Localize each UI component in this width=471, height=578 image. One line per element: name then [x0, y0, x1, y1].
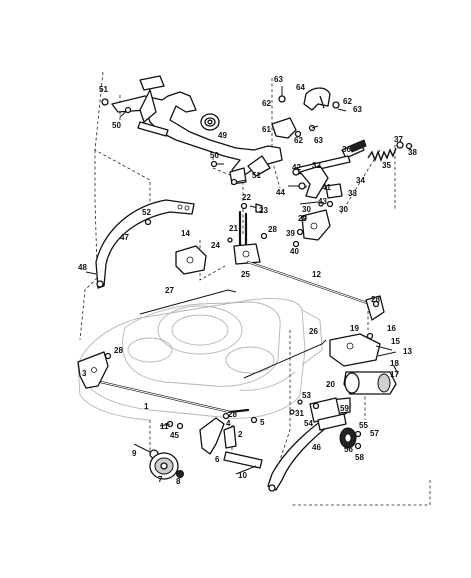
callout-63: 63	[314, 136, 323, 145]
callout-19: 19	[350, 324, 359, 333]
callout-10: 10	[238, 471, 247, 480]
callout-9: 9	[132, 449, 137, 458]
callout-45: 45	[170, 431, 179, 440]
callout-39: 39	[286, 229, 295, 238]
arm-47	[85, 199, 195, 289]
callout-61: 61	[262, 125, 271, 134]
latch-assembly-61-64	[271, 86, 347, 139]
leader-lines	[79, 71, 431, 506]
callout-27: 27	[165, 286, 174, 295]
callout-57: 57	[370, 429, 379, 438]
callout-28: 28	[228, 410, 237, 419]
callout-32: 32	[312, 161, 321, 170]
callout-21: 21	[229, 224, 238, 233]
spring-and-rod-assembly	[288, 139, 413, 208]
center-link-21-25	[227, 202, 268, 265]
lift-frame-49	[111, 75, 283, 185]
callout-50: 50	[112, 121, 121, 130]
callout-31: 31	[295, 409, 304, 418]
callout-1: 1	[144, 402, 149, 411]
callout-51: 51	[99, 85, 108, 94]
callout-46: 46	[312, 443, 321, 452]
callout-14: 14	[181, 229, 190, 238]
wheel-55	[289, 397, 362, 450]
callout-49: 49	[218, 131, 227, 140]
callout-38: 38	[408, 148, 417, 157]
callout-40: 40	[290, 247, 299, 256]
callout-56: 56	[344, 445, 353, 454]
callout-28: 28	[371, 295, 380, 304]
callout-55: 55	[359, 421, 368, 430]
callout-8: 8	[176, 477, 181, 486]
callout-12: 12	[312, 270, 321, 279]
callout-7: 7	[158, 475, 163, 484]
callout-52: 52	[142, 208, 151, 217]
callout-4: 4	[226, 419, 231, 428]
callout-62: 62	[262, 99, 271, 108]
callout-58: 58	[355, 453, 364, 462]
lower-linkage-2-6	[159, 412, 263, 475]
callout-41: 41	[322, 183, 331, 192]
callout-51: 51	[252, 171, 261, 180]
callout-53: 53	[302, 391, 311, 400]
callout-16: 16	[387, 324, 396, 333]
rod-12	[246, 260, 385, 321]
callout-29: 29	[298, 214, 307, 223]
callout-44: 44	[276, 188, 285, 197]
callout-24: 24	[211, 241, 220, 250]
callout-18: 18	[390, 359, 399, 368]
callout-54: 54	[304, 419, 313, 428]
fasteners-top-left	[101, 98, 247, 186]
callout-43: 43	[318, 197, 327, 206]
callout-50: 50	[210, 151, 219, 160]
callout-37: 37	[394, 135, 403, 144]
callout-59: 59	[340, 404, 349, 413]
bracket-40	[292, 209, 331, 248]
callout-25: 25	[241, 270, 250, 279]
callout-36: 36	[342, 145, 351, 154]
callout-63: 63	[274, 75, 283, 84]
callout-2: 2	[238, 430, 243, 439]
mower-deck-outline	[77, 298, 323, 421]
callout-6: 6	[215, 455, 220, 464]
callout-35: 35	[382, 161, 391, 170]
callout-30: 30	[302, 205, 311, 214]
callout-63: 63	[353, 105, 362, 114]
callout-34: 34	[356, 176, 365, 185]
callout-64: 64	[296, 83, 305, 92]
callout-62: 62	[294, 136, 303, 145]
callout-62: 62	[343, 97, 352, 106]
callout-5: 5	[260, 418, 265, 427]
callout-28: 28	[268, 225, 277, 234]
callout-26: 26	[309, 327, 318, 336]
callout-20: 20	[326, 380, 335, 389]
wire-27	[139, 289, 237, 315]
callout-42: 42	[292, 163, 301, 172]
roller-17-18	[343, 365, 399, 395]
callout-30: 30	[339, 205, 348, 214]
callout-11: 11	[160, 422, 169, 431]
callout-33: 33	[348, 189, 357, 198]
bracket-16	[329, 332, 397, 367]
main-axle-1	[77, 351, 250, 414]
callout-3: 3	[82, 369, 87, 378]
bracket-14	[175, 245, 207, 275]
callout-47: 47	[120, 233, 129, 242]
wheel-7	[133, 443, 184, 480]
callout-48: 48	[78, 263, 87, 272]
callout-17: 17	[390, 370, 399, 379]
wire-26	[243, 339, 327, 379]
callout-22: 22	[242, 193, 251, 202]
callout-23: 23	[259, 206, 268, 215]
callout-28: 28	[114, 346, 123, 355]
callout-labels: 51 50 49 50 51 63 64 62 62 63 61 62 63 3…	[78, 75, 417, 486]
callout-15: 15	[391, 337, 400, 346]
callout-13: 13	[403, 347, 412, 356]
